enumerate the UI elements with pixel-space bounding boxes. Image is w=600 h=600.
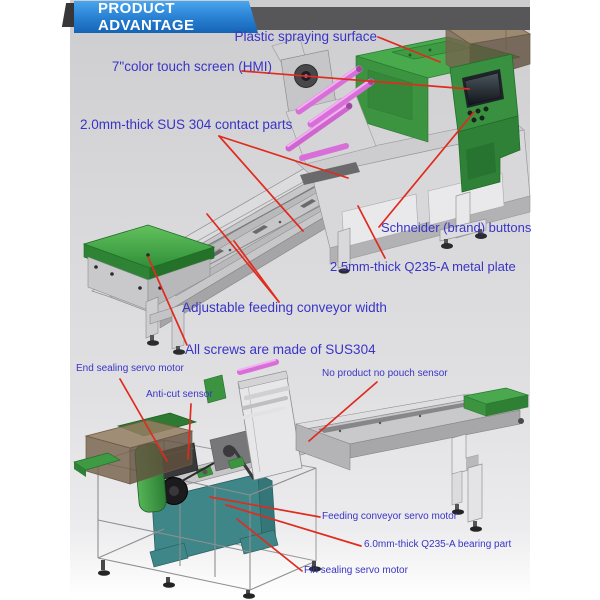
label-feeding-conveyor-servo: Feeding conveyor servo motor [322,511,458,522]
exit-platform-green [462,387,530,417]
film-stand [203,359,303,481]
label-metal-plate: 2.5mm-thick Q235-A metal plate [330,259,516,274]
label-no-product-no-pouch: No product no pouch sensor [322,368,448,379]
bottom-machine-figure [73,359,530,599]
film-hopper-bottom [73,412,198,485]
frame-cage-front [97,461,317,591]
frame-feet [98,560,321,599]
exit-conveyor [295,387,530,532]
label-end-sealing-servo: End sealing servo motor [76,363,184,374]
page-title: PRODUCT ADVANTAGE [98,0,195,34]
label-schneider-buttons: Schneider (brand) buttons [381,220,532,235]
label-fin-sealing-servo: Fin sealing servo motor [304,565,408,576]
label-contact-parts: 2.0mm-thick SUS 304 contact parts [80,117,293,132]
leader-lines [119,36,475,572]
label-anti-cut-sensor: Anti-cut sensor [146,389,213,400]
label-screws-sus304: All screws are made of SUS304 [185,342,376,357]
conveyor-leg [451,433,483,532]
label-touch-screen-hmi: 7"color touch screen (HMI) [111,59,272,74]
label-adjustable-width: Adjustable feeding conveyor width [182,300,387,315]
label-bearing-part: 6.0mm-thick Q235-A bearing part [364,539,512,550]
control-console [449,53,521,193]
discharge-table [82,224,216,311]
film-rollers [280,49,377,165]
schneider-buttons-cluster [467,106,489,123]
machine-legs [145,191,487,355]
product-advantage-banner: PRODUCT ADVANTAGE [74,1,258,33]
touch-screen [462,69,504,108]
label-plastic-spraying-surface: Plastic spraying surface [234,29,377,44]
